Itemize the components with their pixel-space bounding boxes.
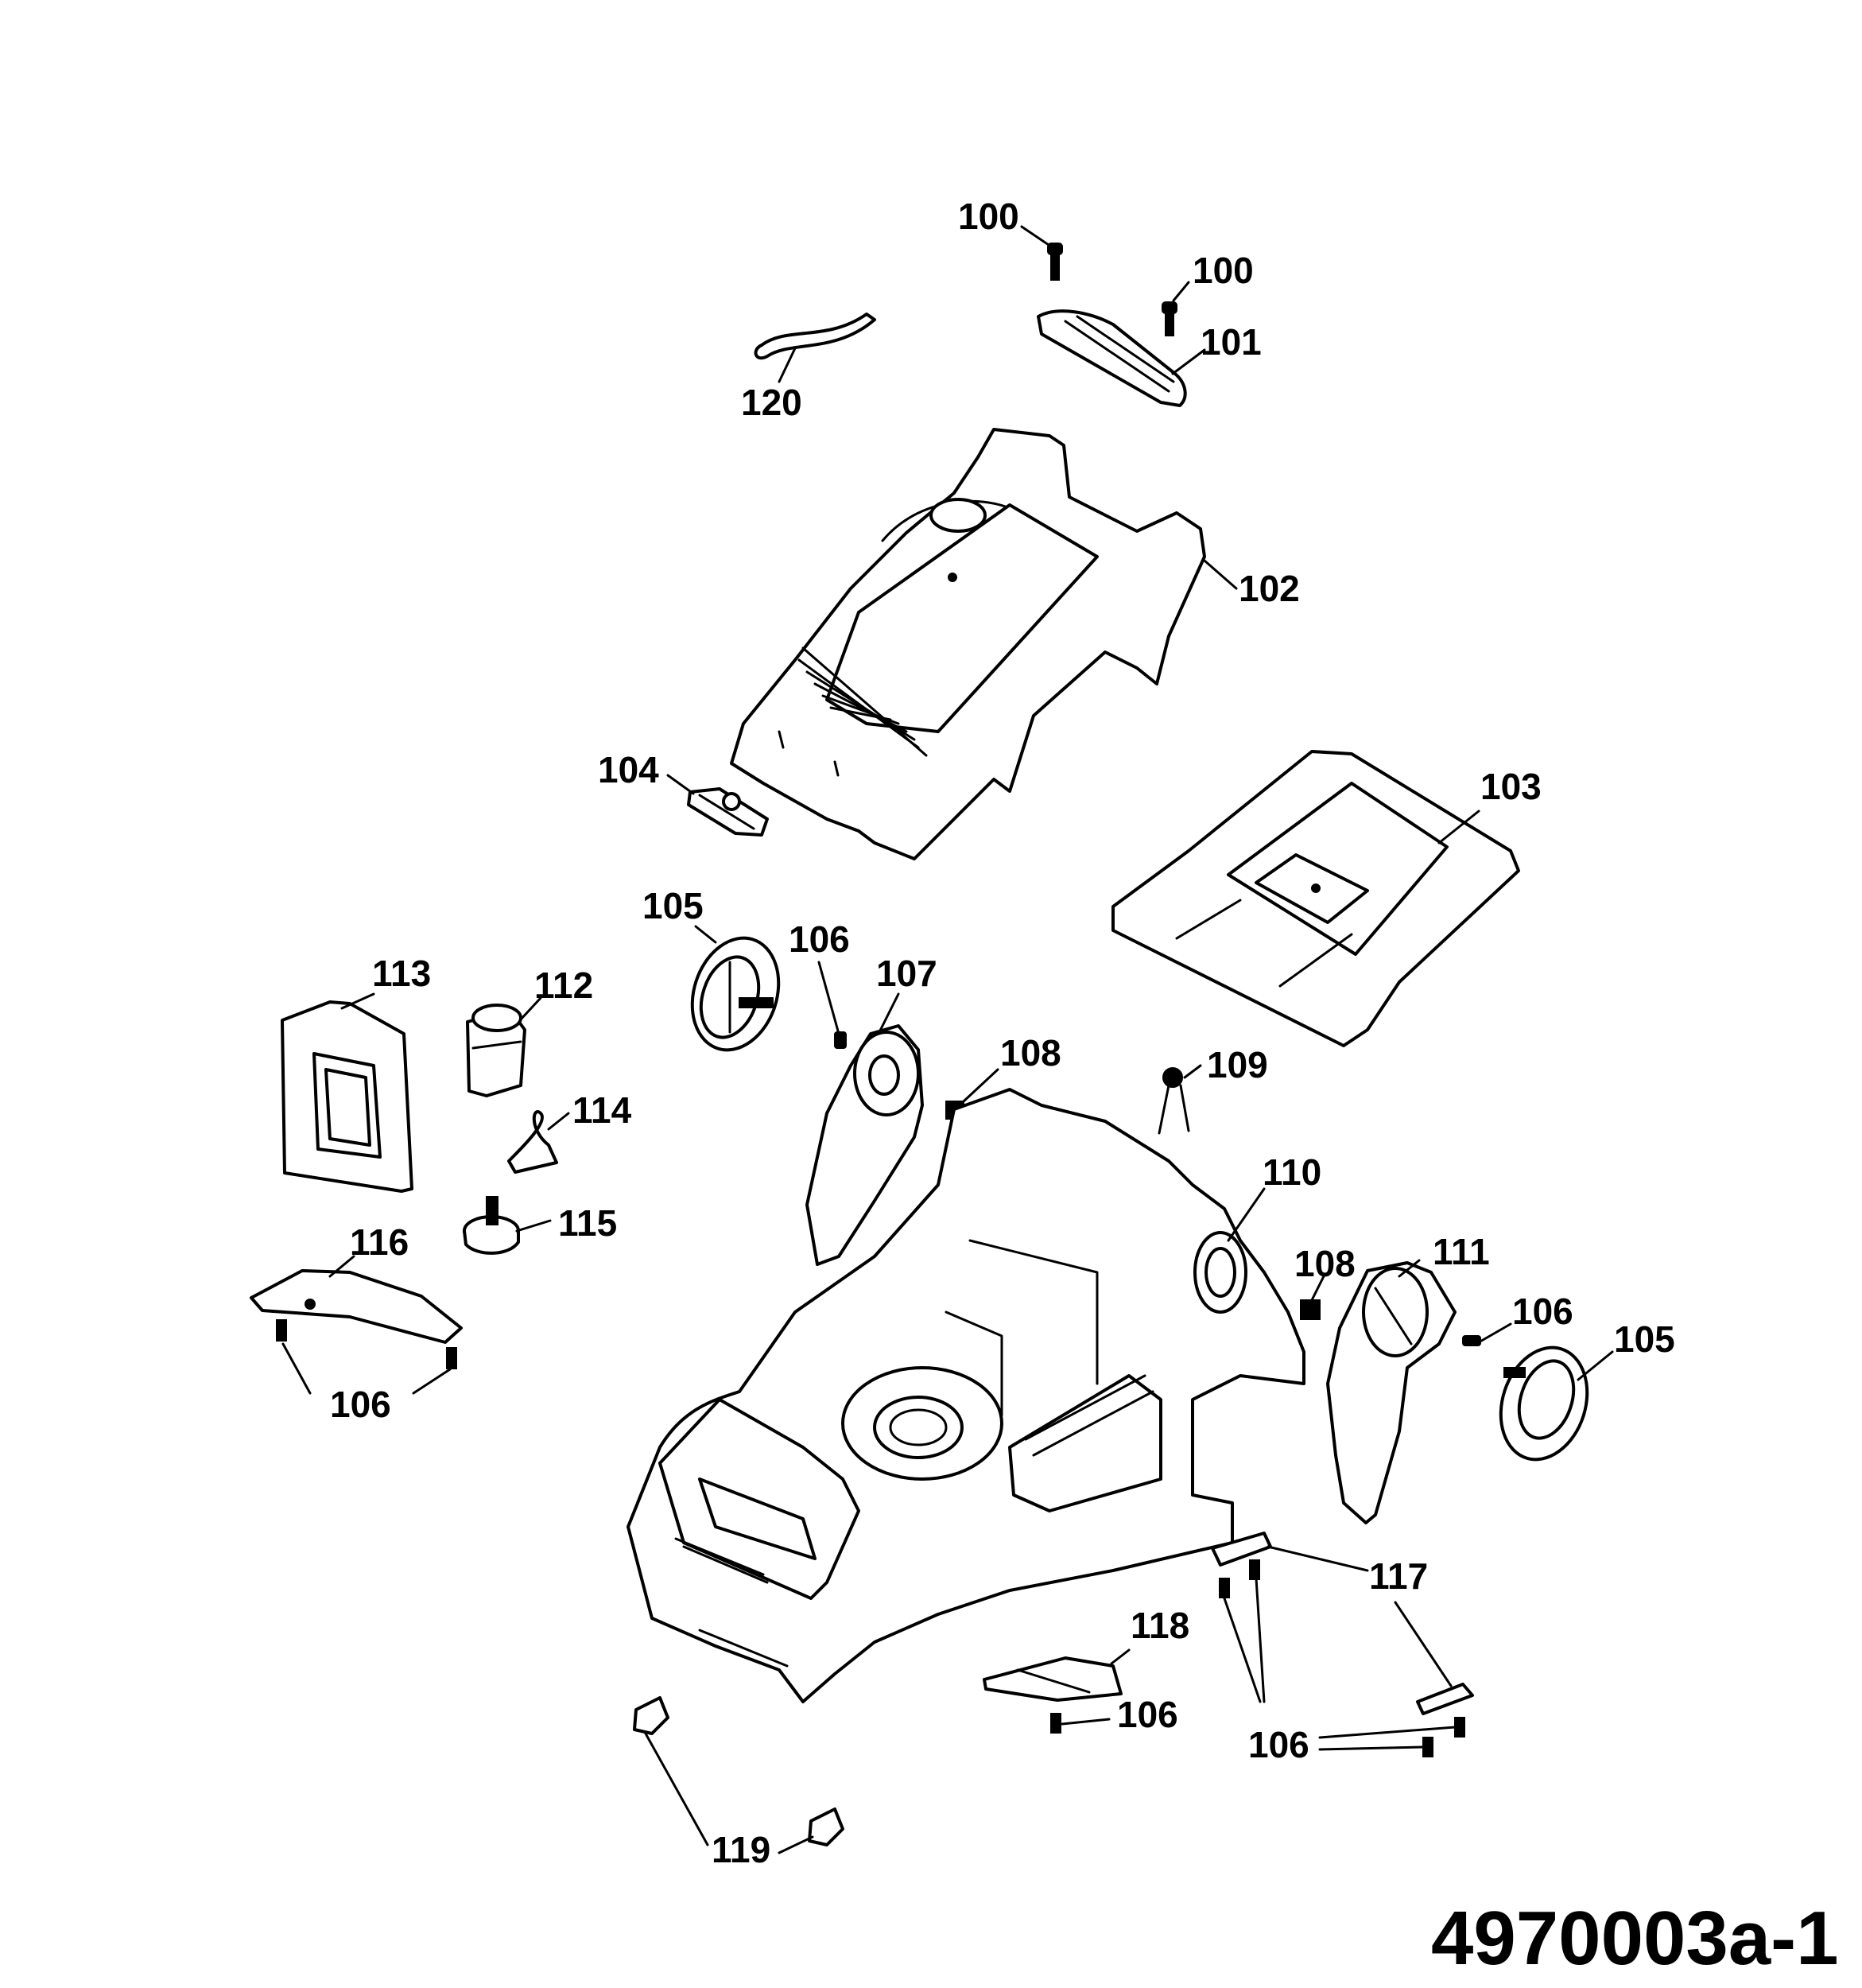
callout-101: 101 — [1201, 321, 1262, 363]
hub-115 — [463, 1196, 520, 1255]
mower-deck — [626, 1088, 1305, 1703]
nut-108-b — [1300, 1299, 1321, 1320]
clip-119-b — [808, 1807, 844, 1846]
callout-118: 118 — [1131, 1605, 1189, 1646]
callout-110: 110 — [1263, 1151, 1321, 1193]
screw-100-b — [1162, 301, 1177, 336]
screw-106-f — [1249, 1559, 1260, 1580]
callout-106-arm: 106 — [789, 918, 850, 960]
wheel-arm-107 — [805, 1024, 924, 1266]
callout-109: 109 — [1207, 1044, 1268, 1085]
rear-flap-103 — [1111, 750, 1520, 1047]
screw-106-h — [1422, 1737, 1433, 1757]
callout-112: 112 — [534, 965, 593, 1006]
callout-103: 103 — [1480, 766, 1542, 807]
callout-107: 107 — [876, 953, 937, 994]
handle-grip-101 — [1037, 309, 1187, 407]
motor-cup-112 — [466, 1004, 526, 1097]
callout-labels: 100 100 101 120 102 104 103 105 106 107 … — [330, 196, 1675, 1870]
rail-clip-117-b — [1416, 1683, 1474, 1715]
callout-113: 113 — [372, 953, 431, 994]
screw-106-d — [1462, 1335, 1481, 1346]
drawing-number: 4970003a-1 — [1431, 1896, 1838, 1981]
cable-strip-120 — [754, 313, 876, 360]
callout-117: 117 — [1369, 1555, 1428, 1597]
callout-104: 104 — [598, 749, 659, 790]
screw-106-c — [446, 1347, 457, 1369]
screw-106-e — [1219, 1578, 1230, 1598]
screw-100-a — [1047, 243, 1063, 281]
callout-106-rails: 106 — [1248, 1724, 1309, 1765]
callout-102: 102 — [1239, 568, 1300, 609]
wheel-arm-111 — [1326, 1261, 1457, 1524]
callout-105-left: 105 — [642, 885, 704, 926]
leader-lines — [281, 225, 1614, 1854]
screw-106-b — [276, 1319, 287, 1342]
cover-plate-118 — [983, 1656, 1123, 1702]
callout-111: 111 — [1433, 1231, 1490, 1272]
callout-105-right: 105 — [1614, 1318, 1675, 1360]
wheel-105-right — [1499, 1345, 1589, 1462]
callout-115: 115 — [558, 1202, 617, 1244]
screw-106-a — [834, 1031, 847, 1049]
deflector-116 — [250, 1269, 463, 1344]
clip-119-a — [633, 1696, 669, 1735]
callout-114: 114 — [572, 1089, 632, 1131]
callout-106-deflector: 106 — [330, 1384, 391, 1425]
callout-106-plate: 106 — [1117, 1694, 1178, 1735]
callout-120: 120 — [741, 382, 802, 423]
shield-plate-113 — [281, 1000, 413, 1193]
callout-106-right: 106 — [1512, 1291, 1573, 1332]
callout-100-b: 100 — [1193, 250, 1254, 291]
spring-109 — [1158, 1067, 1190, 1135]
wheel-105-left — [690, 936, 781, 1052]
callout-100-a: 100 — [958, 196, 1019, 237]
callout-108-top: 108 — [1000, 1032, 1061, 1074]
housing-cover-102 — [730, 428, 1206, 860]
callout-116: 116 — [350, 1221, 409, 1263]
clip-114 — [507, 1110, 558, 1174]
callout-119: 119 — [712, 1829, 770, 1870]
screw-106-i — [1050, 1713, 1061, 1734]
switch-bar-104 — [687, 787, 769, 837]
screw-106-g — [1454, 1717, 1465, 1738]
callout-108-right: 108 — [1294, 1243, 1356, 1284]
